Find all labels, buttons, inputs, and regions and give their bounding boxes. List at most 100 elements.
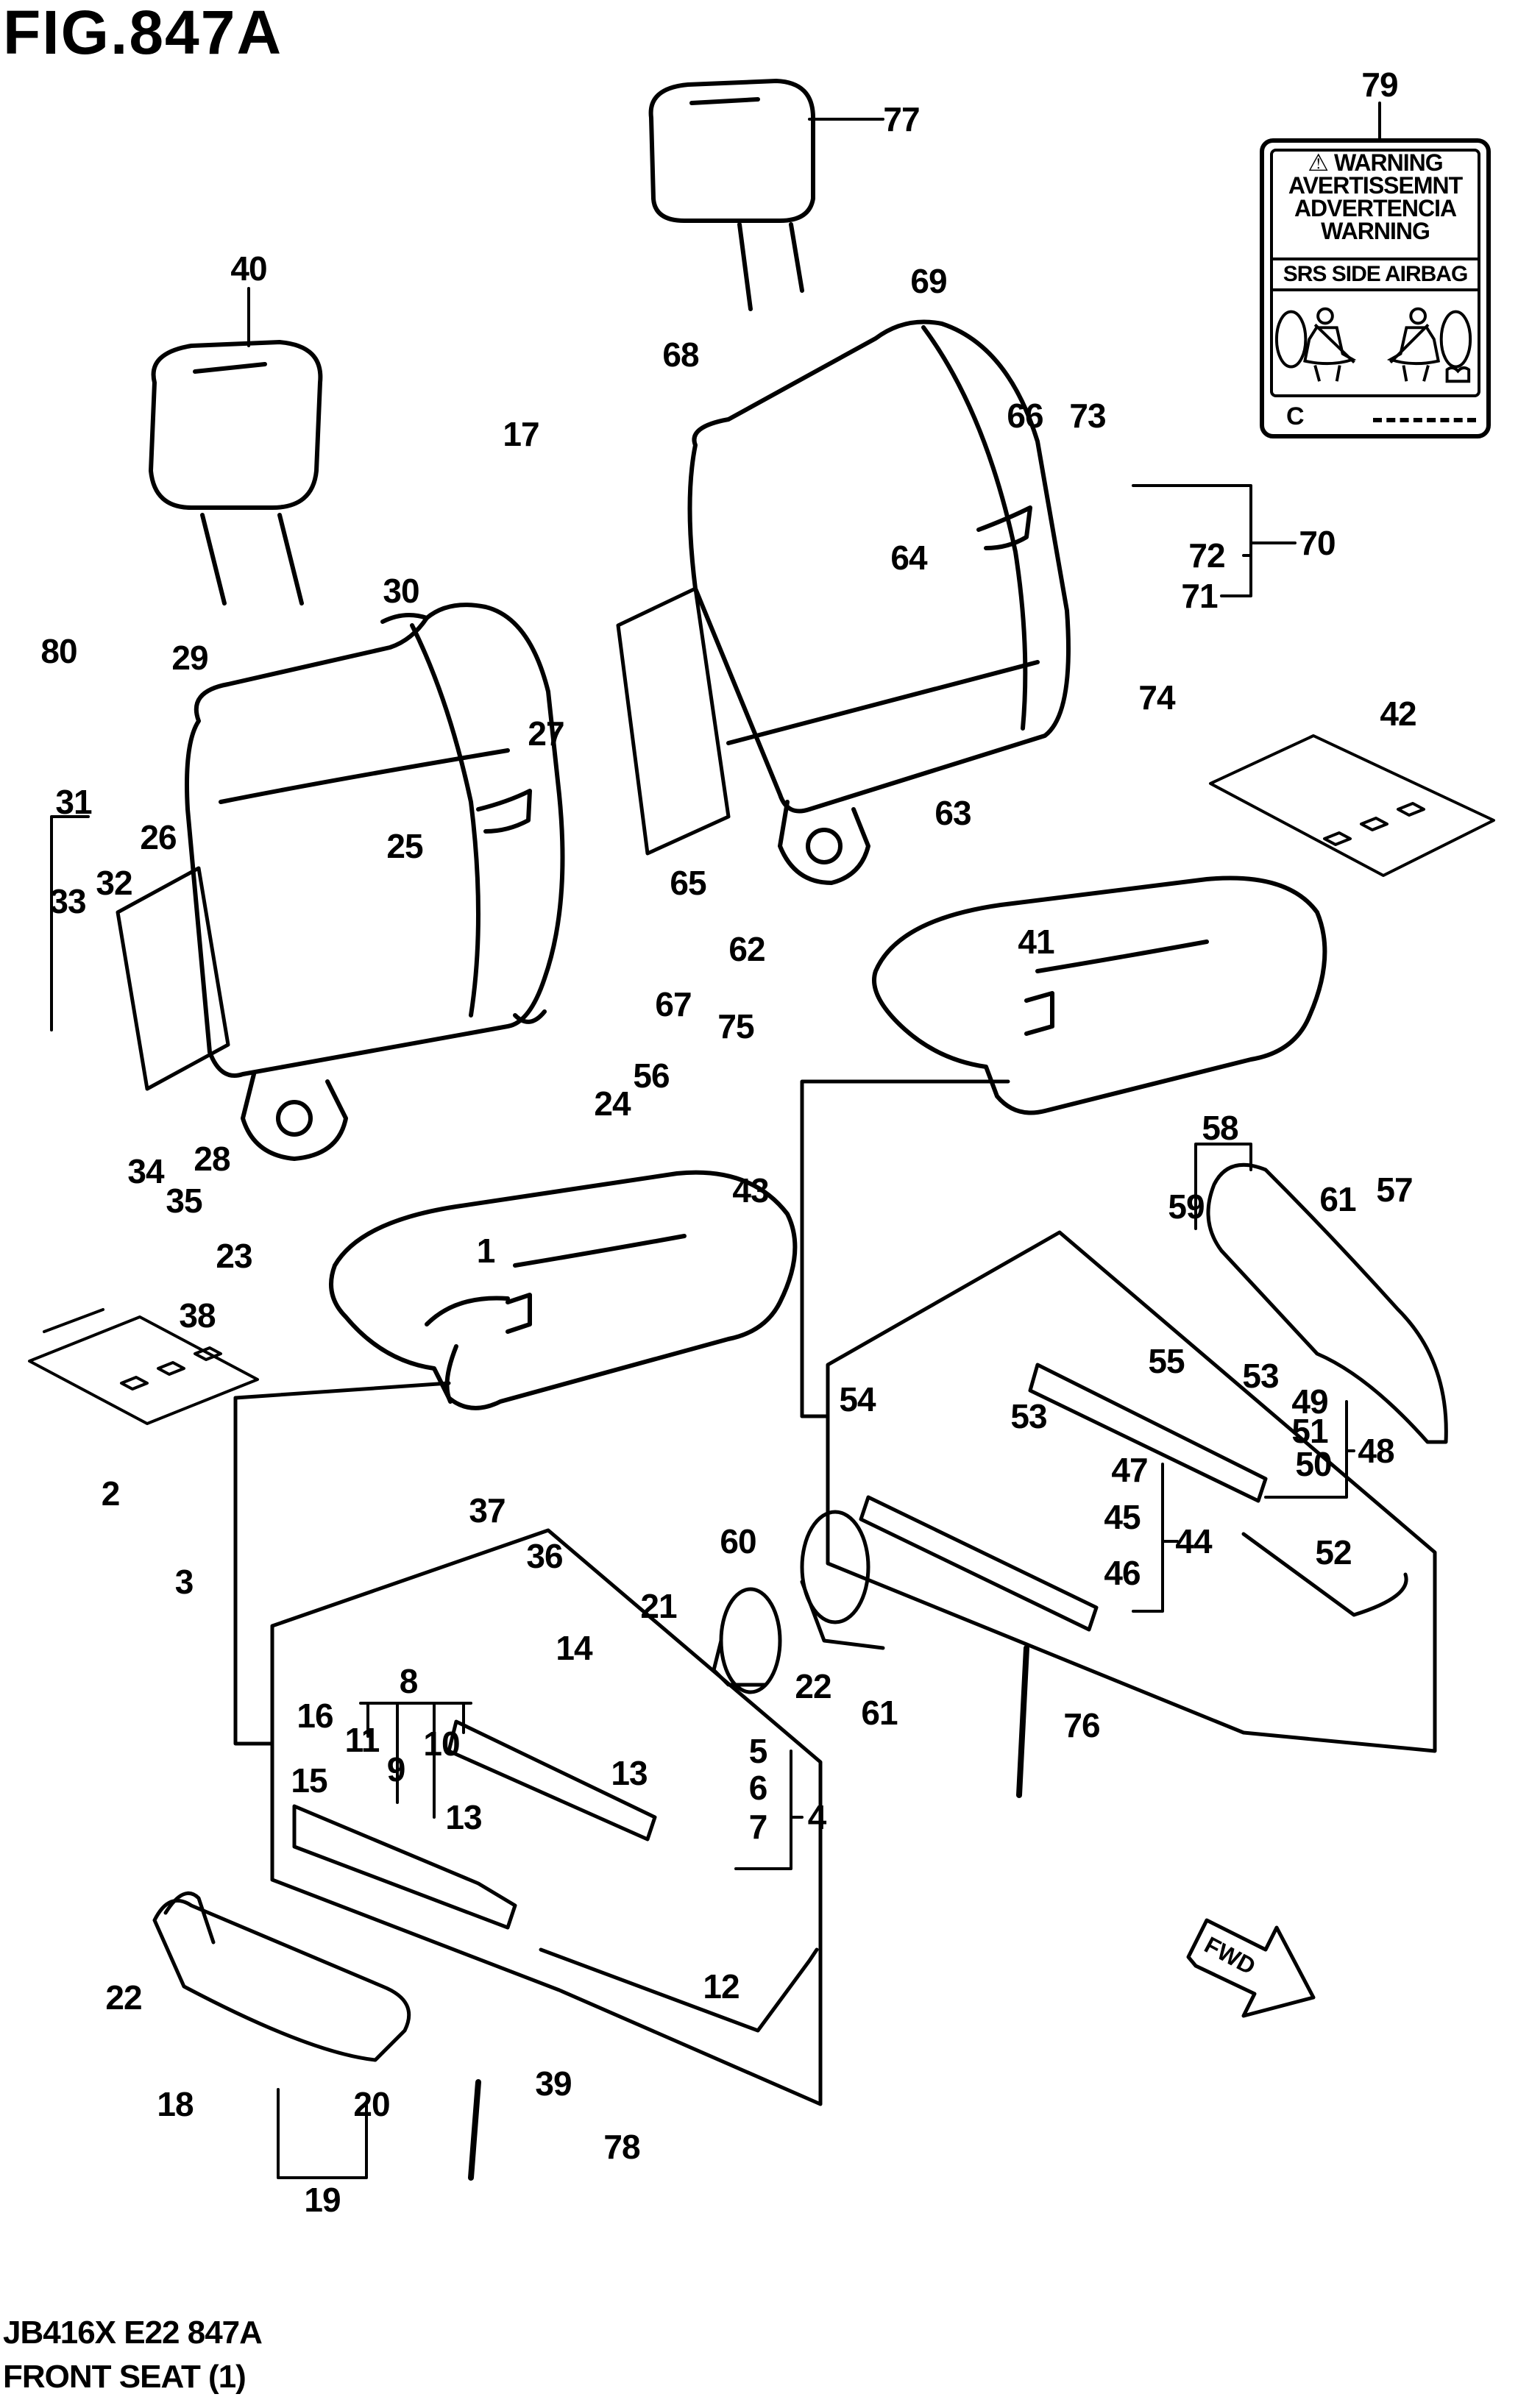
- part-callout-13[interactable]: 13: [611, 1754, 648, 1792]
- part-callout-21[interactable]: 21: [640, 1587, 677, 1625]
- part-callout-74[interactable]: 74: [1138, 678, 1175, 717]
- part-callout-40[interactable]: 40: [230, 249, 267, 288]
- part-callout-11[interactable]: 11: [344, 1721, 380, 1759]
- part-callout-12[interactable]: 12: [703, 1967, 740, 2006]
- part-callout-58[interactable]: 58: [1202, 1109, 1238, 1147]
- part-callout-23[interactable]: 23: [216, 1237, 252, 1275]
- part-callout-53[interactable]: 53: [1242, 1357, 1279, 1395]
- part-callout-28[interactable]: 28: [194, 1140, 230, 1178]
- part-callout-54[interactable]: 54: [839, 1380, 876, 1418]
- part-callout-26[interactable]: 26: [140, 818, 177, 856]
- part-callout-52[interactable]: 52: [1315, 1533, 1352, 1571]
- part-callout-42[interactable]: 42: [1380, 695, 1416, 733]
- part-callout-67[interactable]: 67: [655, 985, 692, 1023]
- part-callout-10[interactable]: 10: [423, 1725, 460, 1763]
- part-callout-5[interactable]: 5: [748, 1732, 768, 1770]
- part-callout-76[interactable]: 76: [1063, 1706, 1100, 1744]
- part-callout-43[interactable]: 43: [732, 1171, 769, 1210]
- part-callout-14[interactable]: 14: [556, 1629, 592, 1667]
- part-callout-55[interactable]: 55: [1148, 1342, 1185, 1380]
- part-callout-61[interactable]: 61: [1319, 1180, 1356, 1218]
- part-callout-73[interactable]: 73: [1069, 397, 1106, 435]
- part-callout-44[interactable]: 44: [1175, 1522, 1212, 1560]
- part-callout-68[interactable]: 68: [662, 335, 699, 374]
- part-callout-37[interactable]: 37: [469, 1491, 506, 1530]
- right-headrest: [648, 79, 815, 311]
- warning-line: ⚠ WARNING: [1273, 149, 1478, 176]
- part-callout-19[interactable]: 19: [304, 2181, 341, 2219]
- part-callout-59[interactable]: 59: [1168, 1187, 1205, 1226]
- part-callout-60[interactable]: 60: [720, 1522, 756, 1560]
- part-callout-75[interactable]: 75: [717, 1007, 754, 1045]
- part-callout-70[interactable]: 70: [1299, 524, 1336, 562]
- part-callout-78[interactable]: 78: [603, 2128, 640, 2166]
- part-callout-72[interactable]: 72: [1188, 536, 1225, 575]
- part-callout-80[interactable]: 80: [40, 632, 77, 670]
- part-callout-18[interactable]: 18: [157, 2085, 194, 2123]
- part-callout-53[interactable]: 53: [1010, 1397, 1047, 1435]
- part-callout-1[interactable]: 1: [476, 1232, 496, 1270]
- part-callout-6[interactable]: 6: [748, 1769, 768, 1807]
- part-callout-17[interactable]: 17: [503, 415, 539, 453]
- part-callout-77[interactable]: 77: [883, 100, 920, 138]
- part-callout-57[interactable]: 57: [1376, 1171, 1413, 1209]
- part-callout-33[interactable]: 33: [49, 882, 86, 920]
- part-callout-35[interactable]: 35: [166, 1182, 202, 1220]
- part-callout-46[interactable]: 46: [1104, 1554, 1141, 1592]
- part-callout-41[interactable]: 41: [1018, 923, 1054, 961]
- figure-code: JB416X E22 847A: [3, 2315, 263, 2351]
- part-callout-27[interactable]: 27: [528, 714, 564, 753]
- part-callout-8[interactable]: 8: [399, 1662, 419, 1700]
- part-callout-4[interactable]: 4: [807, 1798, 827, 1836]
- part-callout-62[interactable]: 62: [728, 930, 765, 968]
- part-callout-13[interactable]: 13: [445, 1798, 482, 1836]
- right-frame-group: [800, 1079, 1437, 1753]
- part-callout-9[interactable]: 9: [386, 1750, 406, 1789]
- part-callout-48[interactable]: 48: [1358, 1432, 1394, 1470]
- label-code: C: [1286, 402, 1305, 430]
- part-callout-32[interactable]: 32: [96, 864, 132, 902]
- part-callout-31[interactable]: 31: [55, 783, 92, 821]
- part-callout-63[interactable]: 63: [934, 794, 971, 832]
- part-callout-34[interactable]: 34: [127, 1152, 164, 1190]
- part-callout-3[interactable]: 3: [174, 1563, 194, 1601]
- part-callout-24[interactable]: 24: [594, 1084, 631, 1123]
- part-callout-38[interactable]: 38: [179, 1296, 216, 1335]
- warning-line-1: WARNING: [1333, 149, 1444, 176]
- srs-side-airbag-warning-label: ⚠ WARNING AVERTISSEMNT ADVERTENCIA WARNI…: [1260, 138, 1491, 438]
- part-callout-79[interactable]: 79: [1361, 65, 1398, 104]
- part-callout-64[interactable]: 64: [890, 539, 927, 577]
- warning-line-3: ADVERTENCIA: [1294, 195, 1457, 221]
- part-callout-25[interactable]: 25: [386, 827, 423, 865]
- seat-rails: [292, 1363, 1408, 2033]
- right-tray: [1209, 734, 1495, 877]
- part-callout-69[interactable]: 69: [910, 262, 947, 300]
- part-callout-29[interactable]: 29: [171, 639, 208, 677]
- warning-line-4: WARNING: [1321, 218, 1430, 244]
- part-callout-47[interactable]: 47: [1111, 1451, 1148, 1489]
- part-callout-36[interactable]: 36: [526, 1537, 563, 1575]
- part-callout-20[interactable]: 20: [353, 2085, 390, 2123]
- left-tray: [28, 1308, 259, 1425]
- part-callout-50[interactable]: 50: [1295, 1445, 1332, 1483]
- part-callout-39[interactable]: 39: [535, 2064, 572, 2103]
- part-callout-61[interactable]: 61: [861, 1694, 898, 1732]
- part-callout-65[interactable]: 65: [670, 864, 706, 902]
- part-callout-30[interactable]: 30: [383, 572, 419, 610]
- part-callout-22[interactable]: 22: [105, 1978, 142, 2017]
- part-callout-22[interactable]: 22: [795, 1667, 831, 1705]
- figure-title: FIG.847A: [3, 0, 283, 67]
- part-callout-56[interactable]: 56: [633, 1056, 670, 1095]
- part-callout-7[interactable]: 7: [748, 1808, 768, 1846]
- right-airbag-occupant-icon: [1386, 307, 1472, 382]
- part-callout-51[interactable]: 51: [1291, 1412, 1328, 1450]
- part-callout-15[interactable]: 15: [291, 1761, 327, 1800]
- part-callout-66[interactable]: 66: [1007, 397, 1043, 435]
- warning-label-inner: ⚠ WARNING AVERTISSEMNT ADVERTENCIA WARNI…: [1270, 149, 1480, 397]
- part-callout-45[interactable]: 45: [1104, 1498, 1141, 1536]
- part-callout-71[interactable]: 71: [1181, 577, 1218, 615]
- part-callout-16[interactable]: 16: [297, 1697, 333, 1735]
- part-callout-49[interactable]: 49: [1291, 1382, 1328, 1421]
- forward-arrow-icon: [1186, 1918, 1316, 2018]
- part-callout-2[interactable]: 2: [101, 1474, 121, 1513]
